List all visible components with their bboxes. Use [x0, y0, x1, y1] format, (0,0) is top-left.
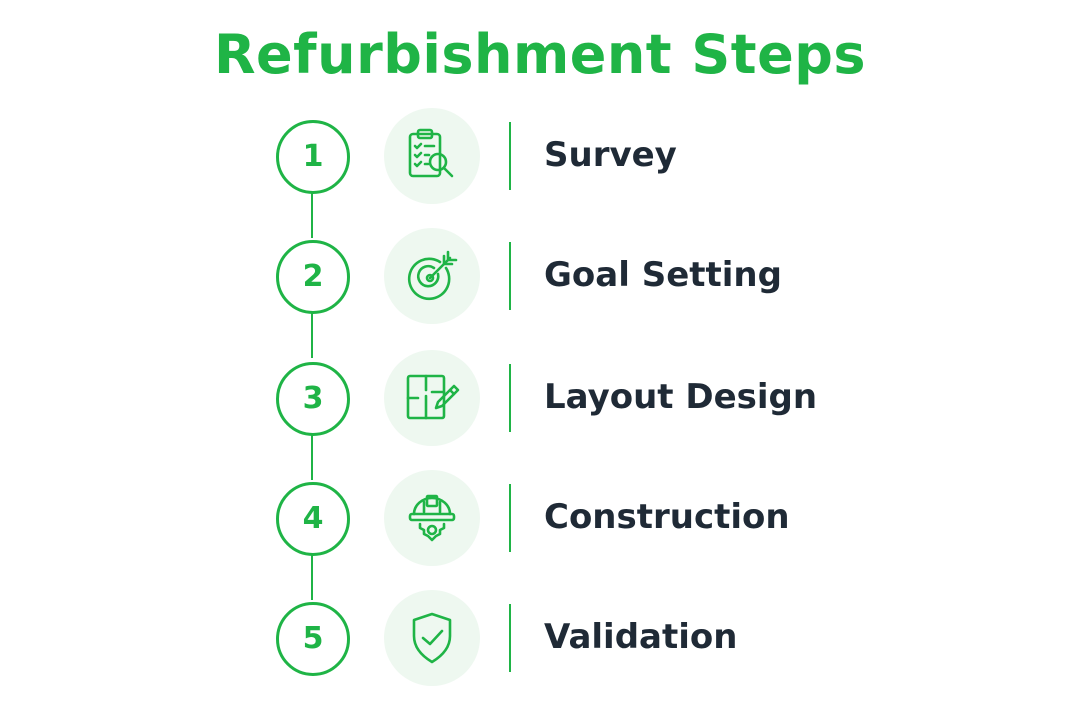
step-number-badge: 3 — [276, 362, 350, 436]
step-survey: 1 Survey — [0, 108, 1080, 204]
step-divider — [509, 242, 511, 310]
clipboard-search-icon — [384, 108, 480, 204]
step-label: Validation — [544, 617, 738, 657]
step-layout-design: 3 Layout Design — [0, 350, 1080, 446]
timeline-connector — [311, 310, 313, 358]
step-divider — [509, 484, 511, 552]
step-label: Survey — [544, 135, 677, 175]
step-divider — [509, 604, 511, 672]
timeline-connector — [311, 190, 313, 238]
step-label: Construction — [544, 497, 790, 537]
shield-check-icon — [384, 590, 480, 686]
page-title: Refurbishment Steps — [213, 23, 867, 86]
step-divider — [509, 122, 511, 190]
timeline-connector — [311, 432, 313, 480]
step-number-badge: 1 — [276, 120, 350, 194]
step-goal-setting: 2 Goal Setting — [0, 228, 1080, 324]
hardhat-gear-icon — [384, 470, 480, 566]
step-validation: 5 Validation — [0, 590, 1080, 686]
step-number-badge: 4 — [276, 482, 350, 556]
target-arrow-icon — [384, 228, 480, 324]
step-label: Goal Setting — [544, 255, 782, 295]
step-label: Layout Design — [544, 377, 818, 417]
timeline-connector — [311, 552, 313, 600]
step-construction: 4 Construction — [0, 470, 1080, 566]
floorplan-pencil-icon — [384, 350, 480, 446]
step-number-badge: 2 — [276, 240, 350, 314]
step-number-badge: 5 — [276, 602, 350, 676]
step-divider — [509, 364, 511, 432]
